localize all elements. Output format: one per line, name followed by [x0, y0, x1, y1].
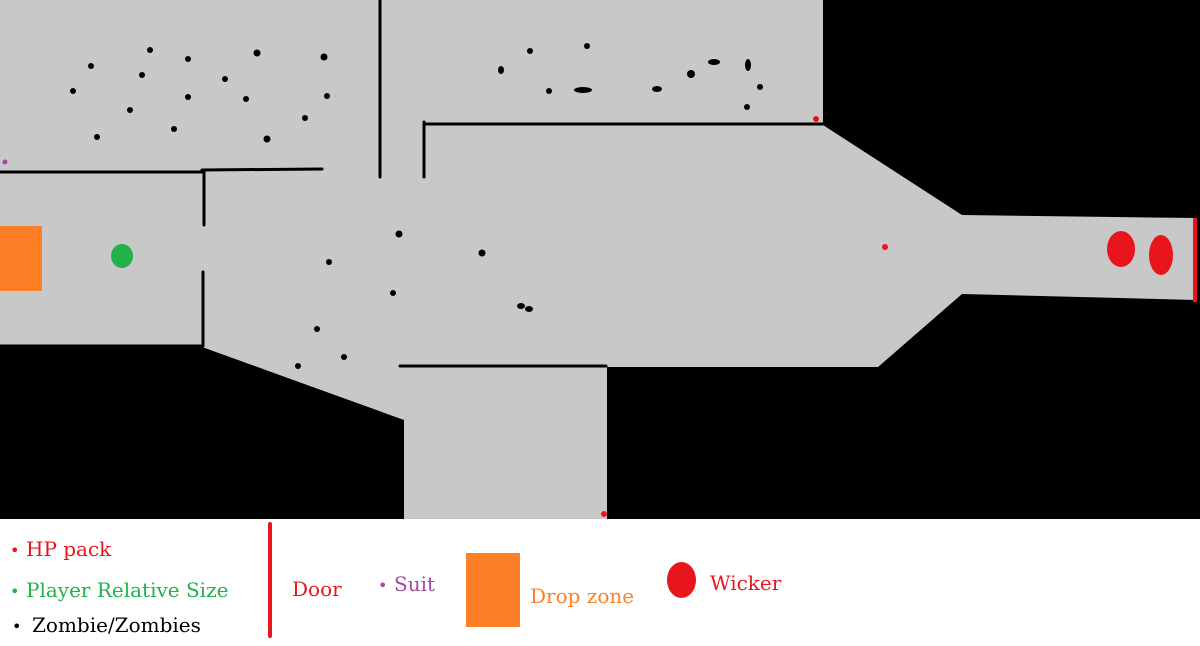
zombie — [341, 354, 347, 360]
legend-wicker-icon — [667, 562, 696, 598]
legend-zombie: • Zombie/Zombies — [12, 613, 201, 639]
hp-pack — [882, 244, 888, 250]
floor-area — [0, 0, 1196, 519]
legend-zombie-label: Zombie/Zombies — [32, 613, 201, 637]
zombie — [314, 326, 320, 332]
player — [111, 244, 133, 268]
legend-door-icon — [268, 522, 272, 638]
zombie — [584, 43, 590, 49]
zombie — [390, 290, 396, 296]
legend-hp-pack: • HP pack — [10, 537, 111, 563]
wicker — [1149, 235, 1173, 275]
legend-drop-zone-label: Drop zone — [530, 584, 635, 608]
drop-zone — [0, 226, 42, 291]
zombie — [478, 249, 486, 257]
zombie — [320, 53, 328, 61]
suit — [2, 159, 8, 165]
legend-suit-label: Suit — [394, 572, 436, 596]
legend-wicker-label: Wicker — [710, 571, 782, 595]
legend-wicker: Wicker — [710, 571, 781, 595]
zombie — [70, 88, 76, 94]
zombie — [185, 56, 191, 62]
wicker — [1107, 231, 1135, 267]
legend-zombie-icon: • — [12, 617, 22, 636]
zombie — [139, 72, 145, 78]
zombie — [525, 306, 533, 312]
zombie — [498, 66, 504, 74]
legend-hp-pack-icon: • — [10, 541, 20, 560]
zombie — [517, 303, 525, 309]
zombie — [326, 259, 332, 265]
zombie — [687, 70, 695, 78]
zombie — [263, 135, 271, 143]
legend-drop-zone: Drop zone — [530, 584, 634, 608]
zombie — [253, 49, 261, 57]
zombie — [302, 115, 308, 121]
zombie — [88, 63, 94, 69]
zombie — [546, 88, 552, 94]
zombie — [708, 59, 720, 65]
legend-hp-pack-label: HP pack — [26, 537, 112, 561]
legend-door-label: Door — [292, 577, 342, 601]
legend-drop-zone-icon — [466, 553, 520, 627]
wickers — [1107, 231, 1173, 275]
zombies — [70, 43, 763, 369]
zombie — [324, 93, 330, 99]
hp-packs — [601, 116, 888, 517]
zombie — [527, 48, 533, 54]
zombie — [745, 59, 751, 71]
zombie — [171, 126, 177, 132]
zombie — [243, 96, 249, 102]
legend-door: Door — [292, 577, 342, 601]
zombie — [127, 107, 133, 113]
zombie — [185, 94, 191, 100]
wall-upper-left-inner — [200, 167, 324, 172]
hp-pack — [601, 511, 607, 517]
zombie — [94, 134, 100, 140]
zombie — [395, 230, 403, 238]
zombie — [147, 47, 153, 53]
zombie — [757, 84, 763, 90]
zombie — [652, 86, 662, 92]
zombie — [295, 363, 301, 369]
legend-player: • Player Relative Size — [10, 578, 228, 604]
legend-player-label: Player Relative Size — [26, 578, 229, 602]
zombie — [222, 76, 228, 82]
legend-suit-icon: • — [378, 576, 388, 595]
legend-player-icon: • — [10, 582, 20, 601]
zombie — [744, 104, 750, 110]
level-map — [0, 0, 1200, 519]
hp-pack — [813, 116, 819, 122]
legend-suit: • Suit — [378, 572, 435, 598]
walls — [0, 0, 825, 368]
zombie — [574, 87, 592, 93]
